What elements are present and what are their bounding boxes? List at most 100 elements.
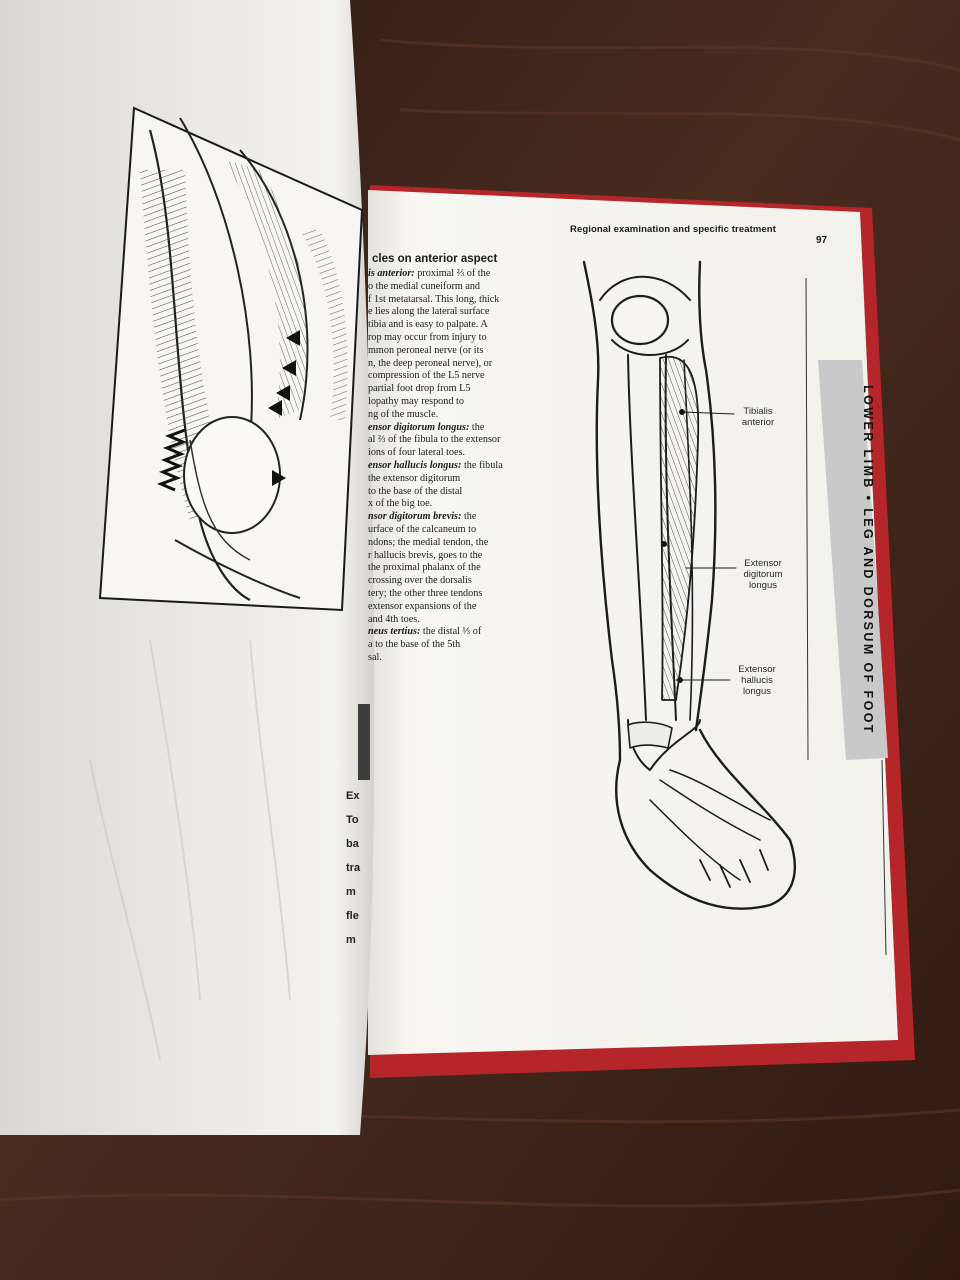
muscle-term: ensor hallucis longus:	[368, 459, 462, 471]
label-line: Extensor	[744, 558, 782, 569]
body-line: ensor digitorum longus: the	[368, 422, 538, 435]
page-number: 97	[816, 235, 828, 246]
body-line: rop may occur from injury to	[368, 332, 538, 345]
body-line-text: the proximal phalanx of the	[368, 562, 481, 574]
body-line: f 1st metatarsal. This long, thick	[368, 294, 538, 307]
body-line-text: ng of the muscle.	[368, 408, 439, 420]
body-line-text: the	[469, 421, 485, 433]
body-line-text: extensor expansions of the	[368, 600, 477, 612]
body-line: ions of four lateral toes.	[368, 447, 538, 460]
label-line: anterior	[741, 417, 775, 428]
body-line-text: o the medial cuneiform and	[368, 280, 481, 292]
body-line-text: the distal ⅓ of	[420, 626, 482, 638]
body-line: a to the base of the 5th	[368, 639, 538, 652]
body-line-text: r hallucis brevis, goes to the	[368, 549, 483, 561]
gutter-bar	[358, 704, 370, 780]
body-line: lopathy may respond to	[368, 396, 538, 409]
body-line: nsor digitorum brevis: the	[368, 511, 538, 524]
body-line: sal.	[368, 652, 538, 665]
label-line: digitorum	[743, 569, 783, 580]
cropped-text-fragment: Ex	[346, 790, 360, 802]
body-line-text: x of the big toe.	[368, 498, 433, 510]
body-line-text: the extensor digitorum	[368, 472, 461, 484]
cropped-text-fragment: m	[346, 886, 356, 898]
muscle-term: nsor digitorum brevis:	[368, 511, 462, 523]
knee-illustration	[98, 106, 364, 612]
body-line-text: and 4th toes.	[368, 613, 420, 625]
body-line: partial foot drop from L5	[368, 383, 538, 396]
thumb-tab	[818, 360, 888, 760]
body-line: r hallucis brevis, goes to the	[368, 550, 538, 563]
label-tibialis-anterior: Tibialis anterior	[738, 406, 778, 428]
body-line-text: crossing over the dorsalis	[368, 575, 472, 587]
body-line-text: the	[461, 511, 477, 523]
body-line: extensor expansions of the	[368, 601, 538, 614]
ghost-drawing	[89, 639, 291, 1061]
body-line-text: a to the base of the 5th	[368, 639, 461, 651]
body-line-text: urface of the calcaneum to	[368, 523, 477, 535]
body-line: and 4th toes.	[368, 614, 538, 627]
body-line: crossing over the dorsalis	[368, 575, 538, 588]
pain-arrow-markers	[268, 330, 300, 486]
running-header: Regional examination and specific treatm…	[570, 224, 776, 235]
cropped-text-fragment: To	[346, 814, 359, 826]
label-line: Extensor	[738, 664, 776, 675]
body-line: neus tertius: the distal ⅓ of	[368, 626, 538, 639]
body-line-text: ndons; the medial tendon, the	[368, 536, 489, 548]
zigzag-marker	[156, 428, 188, 492]
body-line: e lies along the lateral surface	[368, 306, 538, 319]
body-line: tibia and is easy to palpate. A	[368, 319, 538, 332]
leg-illustration	[582, 260, 797, 910]
muscle-term: is anterior:	[368, 268, 415, 279]
body-line-text: partial foot drop from L5	[368, 383, 471, 395]
tibialis-anterior-muscle	[659, 355, 700, 701]
body-line-text: compression of the L5 nerve	[368, 370, 485, 382]
body-line-text: ions of four lateral toes.	[368, 447, 466, 459]
body-line-text: lopathy may respond to	[368, 395, 464, 407]
cropped-text-fragment: ba	[346, 838, 359, 850]
body-line-text: mmon peroneal nerve (or its	[368, 344, 484, 356]
body-line-text: tibia and is easy to palpate. A	[368, 319, 488, 331]
body-line-text: rop may occur from injury to	[368, 331, 487, 343]
label-line: Tibialis	[743, 406, 773, 417]
body-line-text: f 1st metatarsal. This long, thick	[368, 293, 500, 305]
body-line: ensor hallucis longus: the fibula	[368, 460, 538, 473]
label-line: longus	[749, 580, 777, 591]
body-line: ng of the muscle.	[368, 409, 538, 422]
muscle-term: ensor digitorum longus:	[368, 421, 470, 433]
body-line: o the medial cuneiform and	[368, 281, 538, 294]
body-line-text: to the base of the distal	[368, 485, 463, 497]
margin-rule-lower	[881, 759, 887, 956]
body-line-text: sal.	[368, 651, 382, 663]
body-line: to the base of the distal	[368, 486, 538, 499]
muscle-term: neus tertius:	[368, 626, 421, 638]
label-line: longus	[743, 686, 771, 697]
section-heading: cles on anterior aspect	[372, 253, 498, 265]
cropped-text-fragment: m	[346, 934, 356, 946]
body-line: compression of the L5 nerve	[368, 370, 538, 383]
body-line: is anterior: proximal ⅔ of the	[368, 268, 538, 281]
body-line-text: tery; the other three tendons	[368, 587, 483, 599]
thumb-tab-label: LOWER LIMB • LEG AND DORSUM OF FOOT	[861, 385, 875, 735]
cropped-text-fragment: tra	[346, 862, 361, 874]
body-line: urface of the calcaneum to	[368, 524, 538, 537]
body-line: al ⅔ of the fibula to the extensor	[368, 434, 538, 447]
body-line-text: n, the deep peroneal nerve), or	[368, 357, 493, 369]
right-page	[368, 190, 898, 1055]
body-line-text: e lies along the lateral surface	[368, 306, 490, 318]
label-line: hallucis	[741, 675, 773, 686]
cropped-text-fragment: fle	[346, 910, 359, 922]
body-line: x of the big toe.	[368, 498, 538, 511]
label-extensor-digitorum-longus: Extensor digitorum longus	[738, 558, 788, 591]
body-line-text: the fibula	[461, 459, 503, 471]
wood-grain	[0, 38, 960, 1208]
body-line: mmon peroneal nerve (or its	[368, 345, 538, 358]
body-line: n, the deep peroneal nerve), or	[368, 358, 538, 371]
body-line: ndons; the medial tendon, the	[368, 537, 538, 550]
body-line: the extensor digitorum	[368, 473, 538, 486]
body-line-text: al ⅔ of the fibula to the extensor	[368, 434, 501, 446]
margin-rule	[805, 277, 809, 761]
